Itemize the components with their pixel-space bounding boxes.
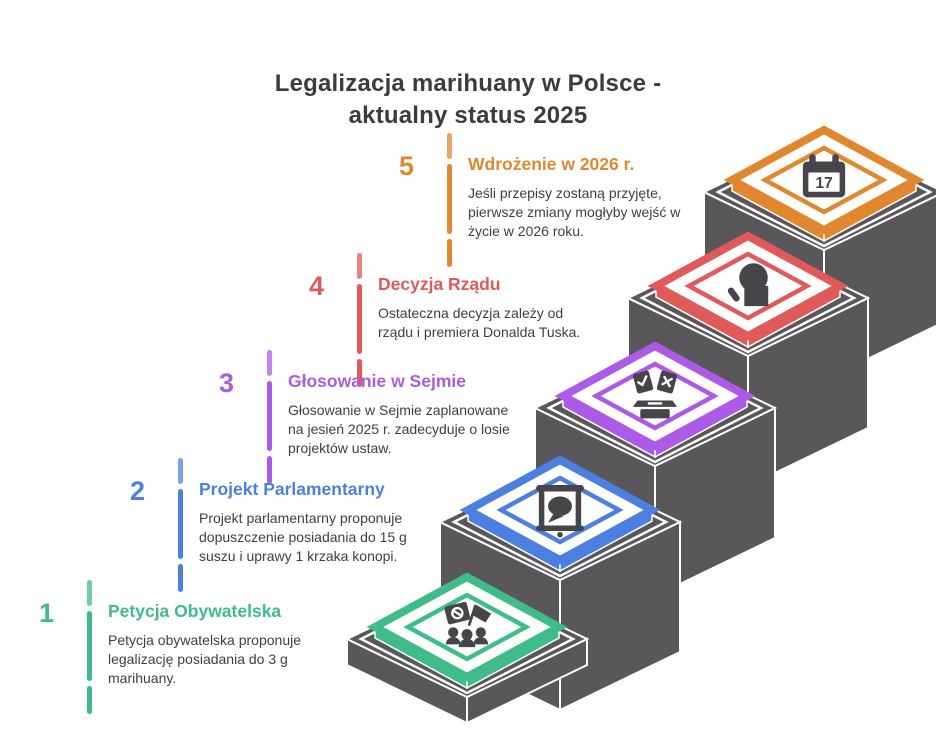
step-1-platform xyxy=(344,572,590,725)
bar-segment xyxy=(357,253,362,279)
bar-segment xyxy=(357,359,362,387)
step-5-title: Wdrożenie w 2026 r. xyxy=(468,154,635,174)
step-1-title: Petycja Obywatelska xyxy=(108,601,282,621)
step-1-timeline-bar xyxy=(87,580,92,714)
step-4-description: Ostateczna decyzja zależy od rządu i pre… xyxy=(378,305,581,341)
step-3-timeline-bar xyxy=(267,350,272,484)
speaker-icon xyxy=(727,263,769,307)
bar-segment xyxy=(178,564,183,592)
bar-segment xyxy=(267,456,272,484)
svg-text:17: 17 xyxy=(815,175,832,192)
bar-segment xyxy=(178,458,183,484)
bar-segment xyxy=(87,580,92,606)
step-3-description: Głosowanie w Sejmie zaplanowane na jesie… xyxy=(288,402,510,457)
bar-segment xyxy=(447,239,452,267)
bar-segment xyxy=(447,133,452,159)
step-2-text-block: 2 Projekt Parlamentarny Projekt parlamen… xyxy=(124,458,461,592)
bar-segment xyxy=(267,350,272,376)
staircase-graphic: 17 xyxy=(344,125,936,725)
bar-segment xyxy=(447,164,452,234)
debate-icon xyxy=(536,485,584,538)
step-1-description: Petycja obywatelska proponuje legalizacj… xyxy=(108,632,302,687)
step-4-number: 4 xyxy=(309,271,325,301)
step-3-number: 3 xyxy=(219,368,235,398)
step-4-title: Decyzja Rządu xyxy=(378,274,501,294)
step-4-text-block: 4 Decyzja Rządu Ostateczna decyzja zależ… xyxy=(303,253,640,387)
bar-segment xyxy=(357,284,362,354)
step-2-timeline-bar xyxy=(178,458,183,592)
calendar-icon: 17 xyxy=(802,154,846,198)
step-1-text-block: 1 Petycja Obywatelska Petycja obywatelsk… xyxy=(33,580,370,714)
page-title: Legalizacja marihuany w Polsce - aktualn… xyxy=(274,70,662,129)
step-5-text-block: 5 Wdrożenie w 2026 r. Jeśli przepisy zos… xyxy=(393,133,730,267)
step-4-timeline-bar xyxy=(357,253,362,387)
protest-icon xyxy=(444,601,492,648)
step-2-title: Projekt Parlamentarny xyxy=(199,479,385,499)
step-5-timeline-bar xyxy=(447,133,452,267)
step-5-number: 5 xyxy=(399,151,415,181)
step-3-title: Głosowanie w Sejmie xyxy=(288,371,466,391)
step-5-description: Jeśli przepisy zostaną przyjęte, pierwsz… xyxy=(468,185,681,240)
bar-segment xyxy=(87,686,92,714)
bar-segment xyxy=(178,489,183,559)
step-2-description: Projekt parlamentarny proponuje dopuszcz… xyxy=(199,510,407,565)
step-2-number: 2 xyxy=(130,476,146,506)
ballot-icon xyxy=(632,370,678,419)
step-1-number: 1 xyxy=(39,598,55,628)
step-3-text-block: 3 Głosowanie w Sejmie Głosowanie w Sejmi… xyxy=(213,350,550,484)
bar-segment xyxy=(267,381,272,451)
bar-segment xyxy=(87,611,92,681)
